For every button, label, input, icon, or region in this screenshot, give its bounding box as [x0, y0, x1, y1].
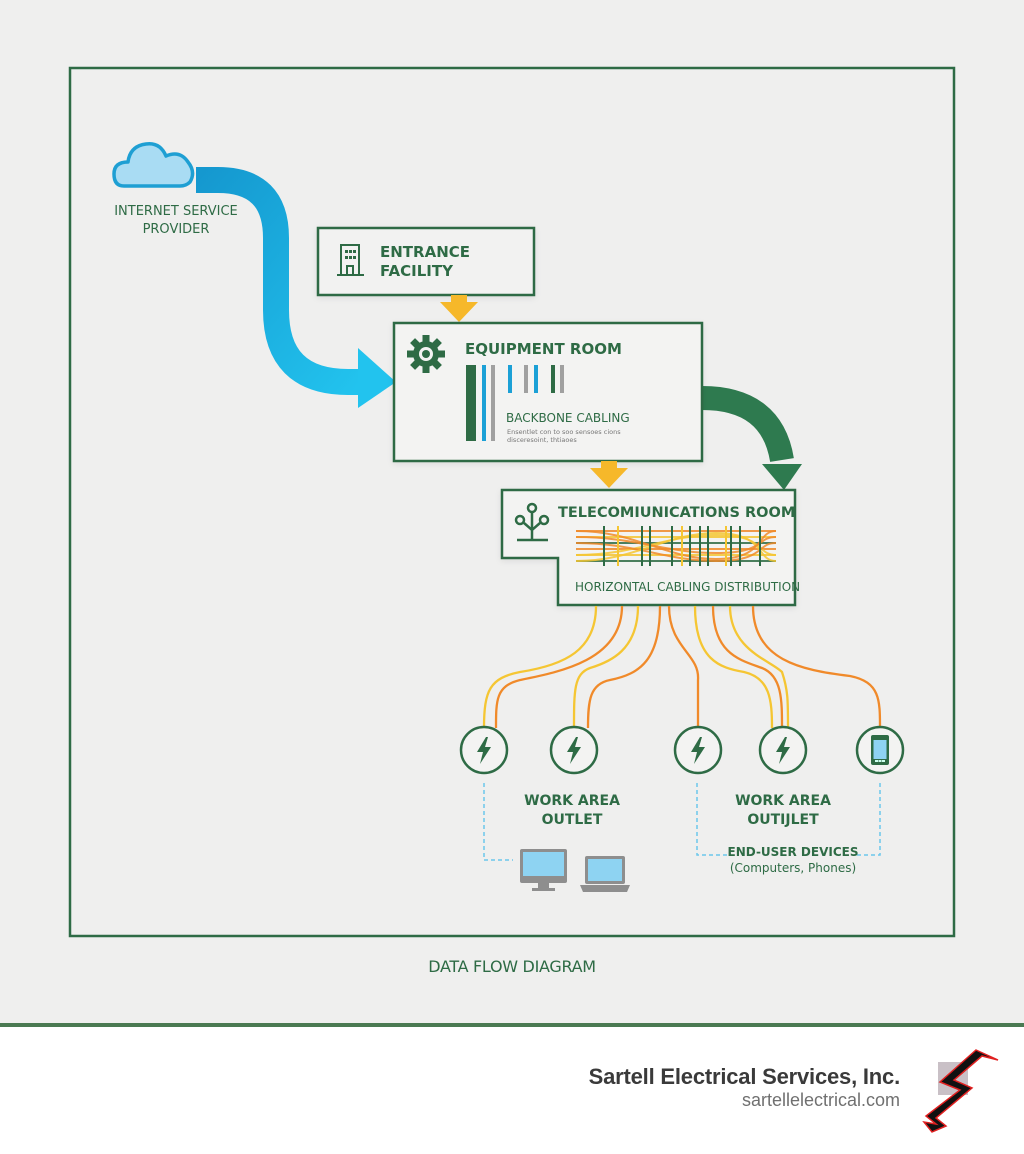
cloud-icon	[112, 142, 195, 188]
logo-bolt	[922, 1049, 999, 1133]
footer	[0, 1027, 1024, 1154]
work-area-outlet-left-line2: OUTLET	[542, 812, 603, 828]
crossing-cable	[575, 536, 777, 555]
phone-icon	[871, 735, 889, 765]
work-area-outlet[interactable]	[549, 725, 599, 775]
outlet-row	[459, 725, 905, 775]
backbone-cabling-note-2: disceresoint, thtiaoes	[507, 436, 577, 444]
equipment-room-box	[392, 321, 704, 463]
laptop-icon	[580, 856, 630, 892]
diagram-canvas: ENTRANCE FACILITY	[0, 0, 1024, 1024]
desktop-computer-icon	[520, 849, 567, 891]
work-area-outlet-left-line1: WORK AREA	[524, 793, 620, 809]
lightning-icon	[567, 737, 581, 764]
equipment-room-title: EQUIPMENT ROOM	[465, 340, 622, 358]
diagram-svg: ENTRANCE FACILITY	[68, 66, 956, 938]
drop-cable	[494, 605, 624, 729]
drop-cable	[728, 605, 790, 729]
work-area-outlet[interactable]	[459, 725, 509, 775]
backbone-cabling-label: BACKBONE CABLING	[506, 411, 630, 425]
work-area-outlet[interactable]	[758, 725, 808, 775]
lightning-icon	[776, 737, 790, 764]
drop-cable	[751, 605, 882, 729]
end-user-devices-subtitle: (Computers, Phones)	[730, 861, 856, 875]
isp-label: INTERNET SERVICE PROVIDER	[88, 203, 264, 239]
drop-cable	[482, 605, 598, 729]
entrance-facility-box	[316, 226, 536, 297]
company-website[interactable]: sartellelectrical.com	[741, 1090, 900, 1110]
building-icon	[337, 244, 364, 276]
network-hub-icon	[514, 502, 550, 542]
backbone-cable-bars	[466, 365, 564, 441]
flow-arrow-equipment-to-telecom	[590, 461, 628, 488]
device-links	[483, 783, 881, 861]
dashed-link-right-left	[696, 783, 728, 856]
gear-icon	[407, 335, 445, 373]
flow-arrow-entrance-to-equipment	[440, 295, 478, 322]
diagram-frame	[68, 66, 956, 938]
drop-cable	[667, 605, 700, 728]
lightning-bolt-logo	[922, 1049, 999, 1133]
company-name: Sartell Electrical Services, Inc.	[588, 1064, 901, 1089]
horizontal-cable-weave	[575, 526, 777, 566]
backbone-cabling-note-1: Ensentlet con to soo sensoes cions	[507, 428, 621, 436]
footer-divider	[0, 1023, 1024, 1027]
work-area-outlet-right-line2: OUTIJLET	[747, 812, 819, 828]
horizontal-cabling-label: HORIZONTAL CABLING DISTRIBUTION	[575, 580, 800, 594]
work-area-outlet-right-line1: WORK AREA	[735, 793, 831, 809]
work-area-outlet[interactable]	[855, 725, 905, 775]
isp-label-line2: PROVIDER	[142, 222, 210, 237]
isp-label-line1: INTERNET SERVICE	[114, 204, 238, 219]
drop-cable	[572, 605, 640, 729]
drop-cables	[482, 605, 882, 729]
entrance-label-line2: FACILITY	[380, 262, 454, 280]
drop-cable	[586, 605, 662, 729]
backbone-flow-arrow	[701, 386, 802, 490]
end-user-devices-title: END-USER DEVICES	[728, 845, 859, 859]
drop-cable	[711, 605, 784, 729]
dashed-link-left	[483, 783, 513, 861]
dashed-link-right-right	[857, 783, 881, 856]
isp-flow-arrow	[196, 167, 396, 408]
lightning-icon	[691, 737, 705, 764]
drop-cable	[693, 605, 774, 729]
entrance-label-line1: ENTRANCE	[380, 243, 470, 261]
diagram-caption: DATA FLOW DIAGRAM	[428, 957, 596, 976]
work-area-outlet[interactable]	[673, 725, 723, 775]
lightning-icon	[477, 737, 491, 764]
telecom-room-title: TELECOMIUNICATIONS ROOM	[558, 505, 795, 521]
